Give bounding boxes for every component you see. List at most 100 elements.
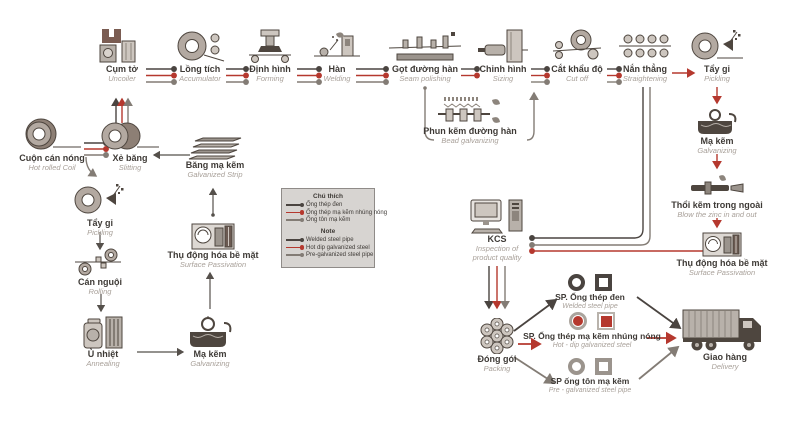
seam-polishing-icon [375,26,475,64]
flow-bead-galvanizing [423,86,539,141]
station-label-en: Slitting [118,163,142,173]
station-label-en: Accumulator [179,74,221,84]
station-label-vi: Băng mạ kẽm [185,160,245,170]
station-label-vi: Mạ kẽm [700,136,734,146]
flow-into-uncoiler [111,97,133,123]
product-pre-galvanized: SP ống tôn mạ kẽm Pre - galvanized steel… [520,358,660,395]
flow-into-kcs [529,87,704,254]
blow-zinc-icon [667,172,767,200]
legend-note-item: Pre-galvanized steel pipe [286,252,373,258]
station-forming: Định hình Forming [225,26,315,83]
station-label-vi: KCS [487,234,507,244]
hot-dip-route-arrow-icon [286,210,304,214]
pipe-shape-icons [520,358,660,375]
station-label-en: Pickling [87,228,113,238]
station-accumulator: Lồng tích Accumulator [155,26,245,83]
round-pipe-icon [568,358,585,375]
legend-title: Chú thích [313,193,343,200]
station-label-vi: Cán nguội [78,277,122,287]
station-hot-rolled-coil: Cuộn cán nóng Hot rolled Coil [7,115,97,172]
station-label-en: Uncoiler [108,74,136,84]
station-label-en: Packing [483,364,511,374]
coil-icon [7,115,97,153]
station-label-en: Inspection of product quality [472,244,522,263]
square-pipe-icon [595,274,612,291]
station-label-en: Hot rolled Coil [28,163,76,173]
square-pipe-icon [597,312,615,330]
station-label-en: Rolling [88,287,112,297]
station-label-en: Delivery [711,362,739,372]
pickling-icon [672,26,762,64]
station-label-vi: Thụ động hóa bề mặt [676,258,768,268]
legend-item: Ống tôn mạ kẽm [286,217,370,223]
forming-icon [225,26,315,64]
station-label-en: Cut off [565,74,589,84]
station-label-vi: Cuộn cán nóng [19,153,85,163]
product-label-vi: SP ống tôn mạ kẽm [550,376,630,386]
flow-packing-products [513,298,558,384]
round-pipe-icon [569,312,587,330]
pre-galvanized-route-arrow-icon [286,253,304,257]
station-label-en: Pickling [704,74,730,84]
legend-note-title: Note [320,228,336,235]
station-label-vi: Xẻ băng [112,153,148,163]
uncoiler-icon [77,26,167,64]
passivation-machine-icon [153,218,273,250]
flow-kcs-packing [484,266,510,310]
station-slitting: Xẻ băng Slitting [85,119,175,172]
station-label-en: Galvanizing [697,146,737,156]
station-bead-galvanizing: Phun kẽm đường hàn Bead galvanizing [415,94,525,145]
station-seam-polishing: Gọt đường hàn Seam polishing [375,26,475,83]
welding-icon [292,26,382,64]
station-delivery: Giao hàng Delivery [677,300,773,371]
annealing-icon [58,313,148,349]
accumulator-icon [155,26,245,64]
sizing-icon [458,26,548,64]
flow-strip-loop [95,187,218,357]
station-label-en: Blow the zinc in and out [677,210,757,220]
station-sizing: Chỉnh hình Sizing [458,26,548,83]
pickling-icon [55,180,145,218]
product-label-en: Welded steel pipe [562,302,618,310]
station-passivation-left: Thụ động hóa bề mặt Surface Passivation [153,218,273,269]
galvanizing-bath-icon [165,313,255,349]
station-cut-off: Cắt khẩu độ Cut off [532,26,622,83]
station-label-vi: Định hình [249,64,291,74]
station-label-en: Galvanized Strip [187,170,243,180]
station-label-vi: Tẩy gỉ [86,218,113,228]
product-hot-dip-galvanized: SP. Ống thép mạ kẽm nhúng nóng Hot - dip… [507,312,677,350]
station-label-vi: Mạ kẽm [193,349,227,359]
galvanizing-bath-icon [672,106,762,136]
station-galvanizing-right: Mạ kẽm Galvanizing [672,106,762,155]
station-label-en: Galvanizing [190,359,230,369]
station-label-en: Annealing [86,359,120,369]
station-label-vi: Tẩy gỉ [703,64,730,74]
legend-item: Ống thép mạ kẽm nhúng nóng [286,210,387,216]
station-packing: Đóng gói Packing [452,318,542,373]
station-label-vi: Giao hàng [702,352,747,362]
truck-icon [677,300,773,352]
product-label-en: Hot - dip galvanized steel [552,341,632,349]
station-label-vi: Thổi kẽm trong ngoài [671,200,763,210]
computer-icon [452,196,542,234]
round-pipe-icon [568,274,585,291]
station-rolling: Cán nguội Rolling [55,245,145,296]
station-annealing: Ủ nhiệt Annealing [58,313,148,368]
legend-item: Ống thép đen [286,202,370,208]
station-galvanizing-left: Mạ kẽm Galvanizing [165,313,255,368]
station-pickling-left: Tẩy gỉ Pickling [55,180,145,237]
flow-products-delivery [636,296,682,380]
station-blow-zinc: Thổi kẽm trong ngoài Blow the zinc in an… [667,172,767,219]
legend-note-item: Hot dip galvanized steel [286,245,370,251]
station-uncoiler: Cụm tở Uncoiler [77,26,167,83]
cut-off-icon [532,26,622,64]
station-label-en: Sizing [492,74,514,84]
station-label-vi: Ủ nhiệt [87,349,119,359]
station-label-vi: Nắn thẳng [623,64,667,74]
product-label-en: Pre - galvanized steel pipe [548,386,632,394]
legend-note-item: Welded steel pipe [286,237,370,243]
flow-coil-branch [84,140,190,177]
welded-route-arrow-icon [286,238,304,242]
